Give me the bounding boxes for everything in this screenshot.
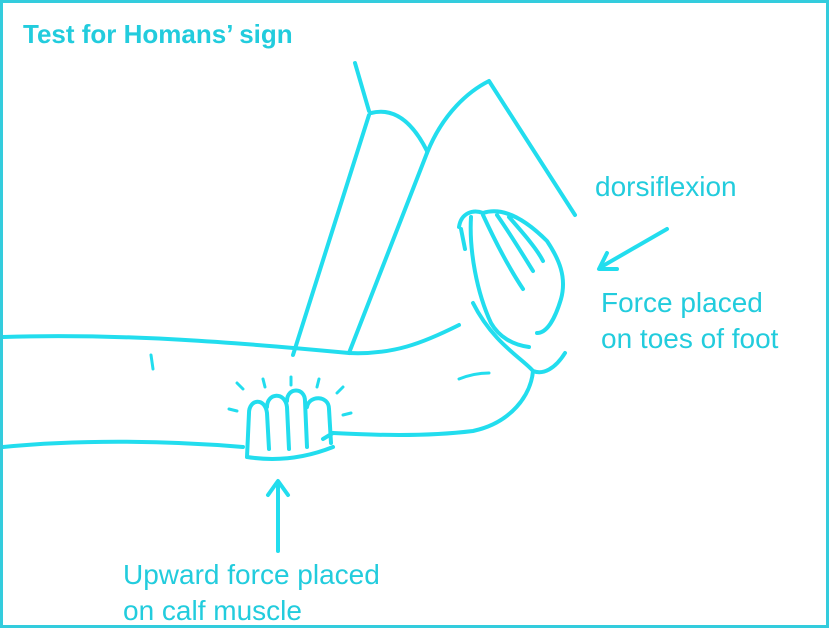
leg-lower-outline: [3, 433, 333, 447]
arm-angle: [427, 81, 575, 215]
calf-hand: [247, 391, 333, 459]
hand-on-foot: [459, 211, 563, 347]
calf-line2: on calf muscle: [123, 593, 380, 629]
toes-arrow-shaft: [601, 229, 667, 267]
calf-line1: Upward force placed: [123, 557, 380, 593]
force-toes-label: Force placed on toes of foot: [601, 285, 778, 357]
force-toes-line2: on toes of foot: [601, 321, 778, 357]
examiner-arm: [293, 63, 427, 355]
knee-mark: [151, 355, 153, 369]
dorsiflexion-label: dorsiflexion: [595, 169, 737, 205]
force-toes-line1: Force placed: [601, 285, 778, 321]
foot-heel: [333, 303, 565, 435]
calf-force-label: Upward force placed on calf muscle: [123, 557, 380, 629]
ankle-mark: [459, 373, 489, 379]
leg-upper-outline: [3, 325, 459, 353]
